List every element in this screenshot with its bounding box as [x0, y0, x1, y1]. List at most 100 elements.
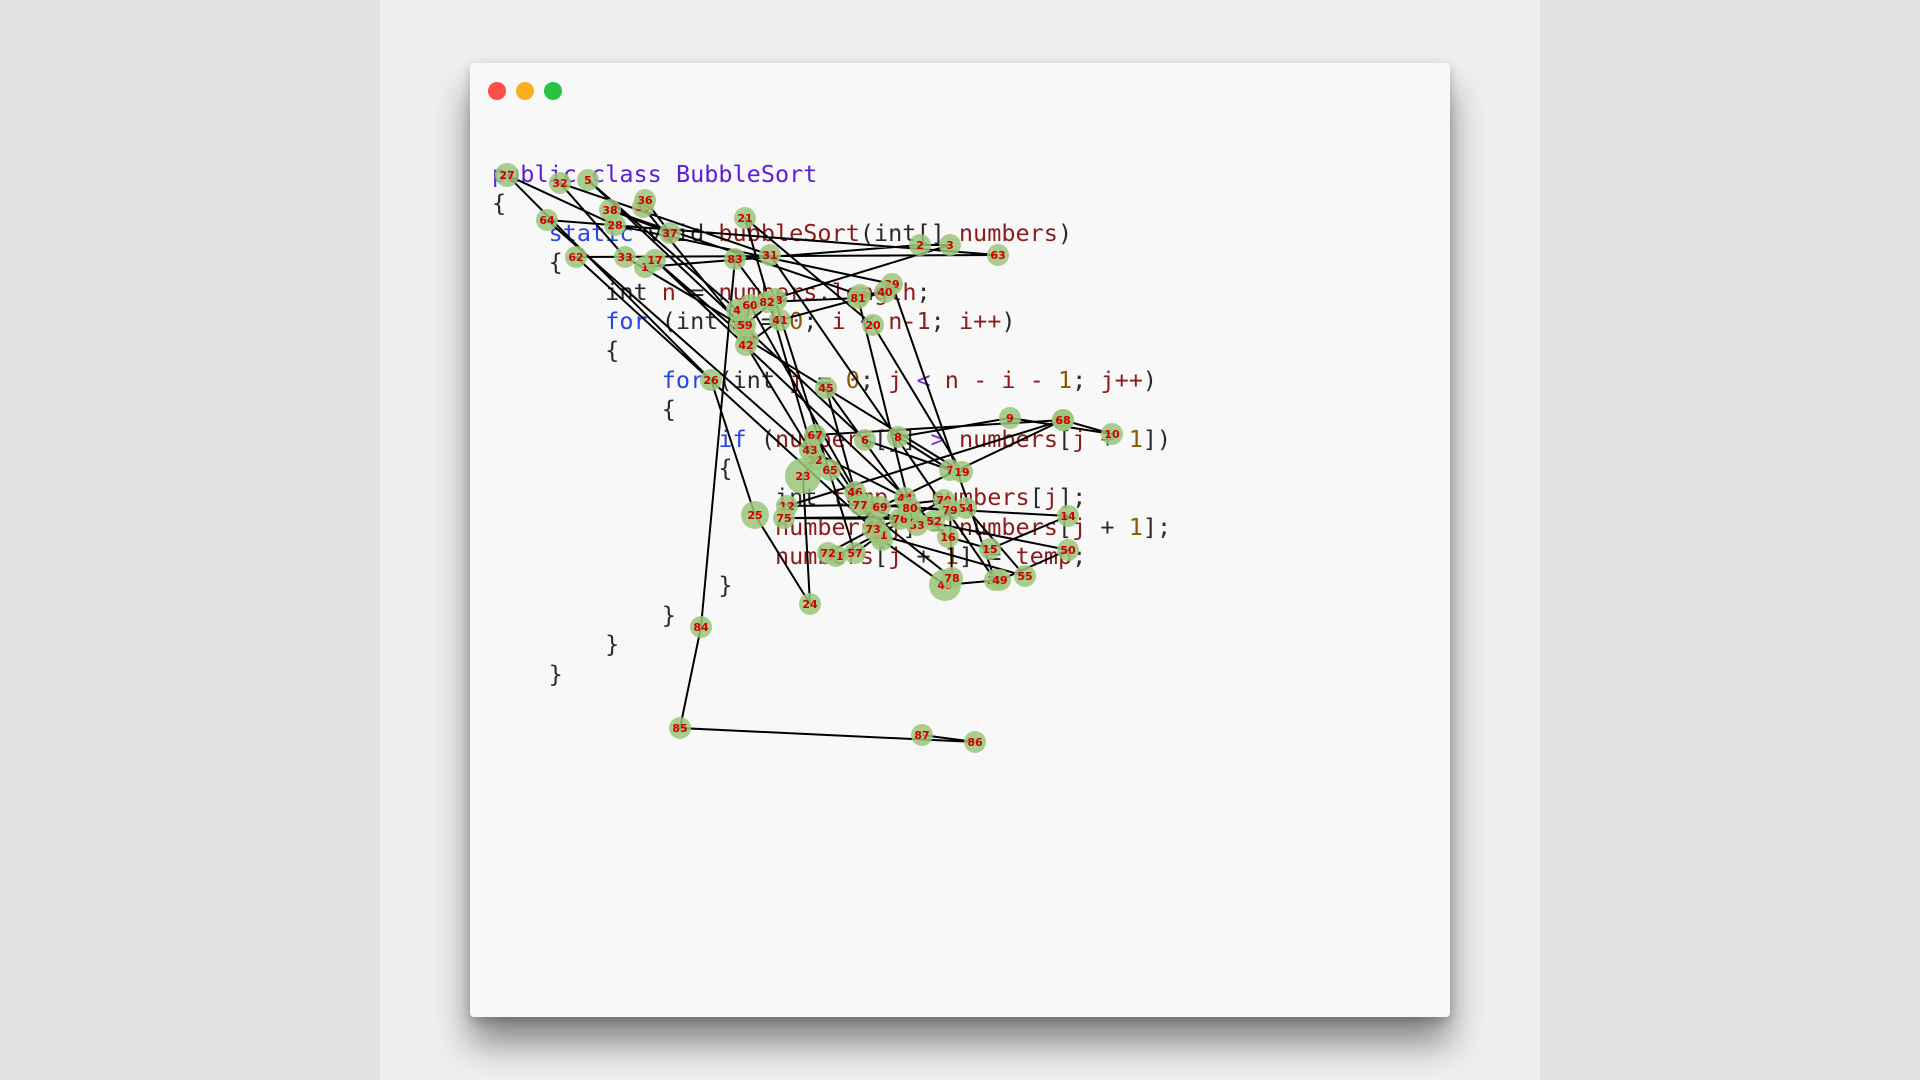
code-token: [	[1057, 512, 1073, 541]
code-token: numbers	[958, 512, 1058, 541]
code-token: (int	[704, 365, 790, 394]
code-token: [	[874, 542, 889, 571]
code-line: {	[492, 189, 1171, 218]
code-token: {	[492, 248, 563, 277]
code-token	[492, 513, 775, 541]
code-token: ])	[1142, 424, 1172, 453]
code-token: }	[492, 630, 620, 659]
code-token: (int[]	[859, 218, 959, 247]
code-token: numbers	[958, 424, 1058, 453]
code-token: }	[492, 571, 733, 600]
code-block: public class BubbleSort{ static void bub…	[492, 160, 1171, 689]
code-token: (int	[647, 306, 733, 335]
code-token: ;	[1072, 542, 1087, 571]
code-token: {	[492, 336, 620, 365]
code-token: temp	[1015, 542, 1073, 571]
code-token: static	[548, 218, 634, 247]
code-line: public class BubbleSort	[492, 160, 1171, 189]
code-token: <	[902, 365, 945, 394]
code-line: }	[492, 571, 1171, 600]
code-token	[492, 307, 605, 335]
code-token: ;	[1072, 365, 1101, 394]
code-token: numbers	[774, 512, 875, 541]
code-token: 1	[944, 542, 959, 571]
code-line: if (numbers[j] > numbers[j + 1])	[492, 425, 1171, 454]
code-token: ;	[930, 306, 959, 335]
code-line: static void bubbleSort(int[] numbers)	[492, 219, 1171, 248]
code-token: 0	[789, 306, 804, 335]
code-token: 1	[1128, 424, 1143, 453]
code-line: numbers[j + 1] = temp;	[492, 542, 1171, 571]
code-token: <	[845, 306, 889, 335]
code-token: 1	[1057, 365, 1073, 394]
code-token: =	[888, 483, 931, 512]
code-token: n	[661, 277, 676, 306]
code-line: {	[492, 454, 1171, 483]
code-token: +	[902, 542, 945, 571]
code-token: 1	[1128, 512, 1143, 541]
code-token: j	[888, 424, 903, 453]
code-token: j	[1072, 512, 1087, 541]
code-token: int	[492, 483, 832, 512]
code-token: }	[492, 659, 563, 688]
code-token: {	[492, 189, 507, 218]
code-token: public class	[492, 160, 676, 188]
code-token: {	[492, 453, 733, 482]
code-token: n - i -	[944, 365, 1058, 394]
code-line: numbers[j] = numbers[j + 1];	[492, 513, 1171, 542]
code-token: =	[746, 306, 790, 335]
code-token: j++	[1100, 365, 1143, 394]
code-token: j	[888, 542, 903, 571]
code-token: numbers	[774, 424, 875, 453]
code-line: }	[492, 630, 1171, 659]
code-token: j	[789, 365, 804, 394]
code-token: ] =	[958, 542, 1016, 571]
code-token: j	[1072, 424, 1087, 453]
code-token: j	[888, 512, 903, 541]
code-token: numbers.length	[718, 277, 917, 306]
code-line: }	[492, 660, 1171, 689]
code-token: for	[661, 365, 705, 394]
code-token: [	[874, 512, 889, 541]
code-token: i	[732, 306, 747, 335]
maximize-window-button[interactable]	[544, 82, 562, 100]
code-token: ;	[803, 306, 832, 335]
code-token: [	[1057, 424, 1073, 453]
code-token: )	[1142, 365, 1158, 394]
code-token: ] =	[902, 512, 959, 541]
code-token: =	[675, 277, 719, 306]
code-token: j	[1043, 483, 1058, 512]
code-token: numbers	[930, 483, 1030, 512]
code-token: ;	[859, 365, 889, 394]
code-token: void	[633, 218, 719, 247]
code-token: +	[1086, 424, 1129, 453]
code-token: for	[605, 306, 648, 335]
code-token	[492, 366, 662, 394]
code-token: if	[718, 424, 747, 453]
code-line: int n = numbers.length;	[492, 278, 1171, 307]
code-token: i	[831, 306, 846, 335]
code-line: for (int j = 0; j < n - i - 1; j++)	[492, 366, 1171, 395]
code-token: =	[803, 365, 846, 394]
code-token	[492, 219, 549, 247]
code-token: [	[1029, 483, 1044, 512]
code-token: ;	[916, 277, 931, 306]
code-token: bubbleSort	[718, 218, 860, 247]
code-token	[945, 425, 959, 453]
code-token: j	[888, 365, 903, 394]
code-token: temp	[831, 483, 889, 512]
code-token: +	[1086, 512, 1129, 541]
code-token: i++	[958, 306, 1002, 335]
code-editor-window: public class BubbleSort{ static void bub…	[470, 63, 1450, 1017]
code-token: ];	[1057, 483, 1087, 512]
code-token: {	[492, 395, 676, 424]
code-token: >	[930, 424, 945, 453]
minimize-window-button[interactable]	[516, 82, 534, 100]
close-window-button[interactable]	[488, 82, 506, 100]
code-token: )	[1057, 218, 1073, 247]
code-line: {	[492, 395, 1171, 424]
code-line: int temp = numbers[j];	[492, 483, 1171, 512]
code-token: }	[492, 600, 676, 629]
code-token: (	[746, 424, 775, 453]
code-token	[492, 425, 718, 453]
